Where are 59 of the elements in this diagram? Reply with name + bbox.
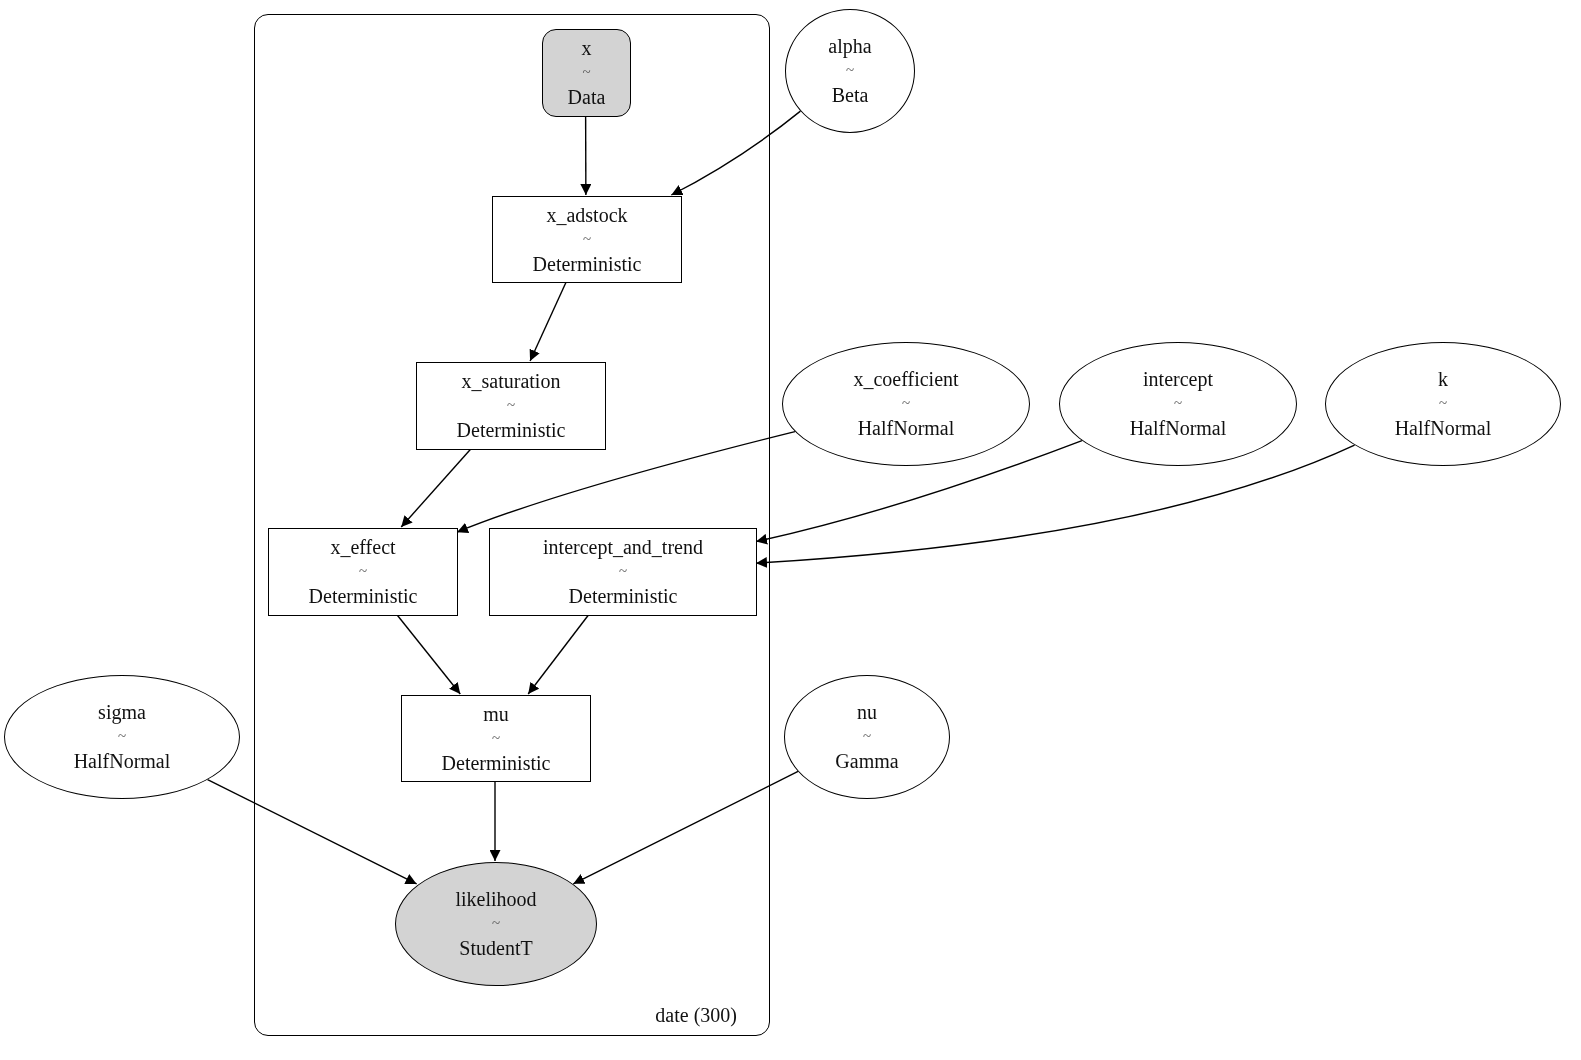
distribution-name: HalfNormal [73, 749, 171, 774]
variable-name: x_adstock [546, 202, 628, 227]
tilde-symbol: ~ [1173, 394, 1183, 413]
process-box [416, 362, 606, 450]
arrow [456, 430, 796, 534]
tilde-symbol: ~ [1438, 394, 1448, 413]
tilde-symbol: ~ [618, 562, 628, 581]
distribution-name: Deterministic [568, 584, 678, 609]
variable-name: k [1438, 367, 1448, 391]
process-box [489, 528, 757, 616]
variable-name: intercept [1143, 367, 1213, 391]
tilde-symbol: ~ [491, 728, 501, 748]
arrow [489, 780, 501, 862]
tilde-symbol: ~ [358, 562, 368, 581]
tilde-symbol: ~ [582, 63, 591, 82]
variable-name: x_effect [330, 535, 396, 559]
variable-name: likelihood [455, 887, 537, 911]
tilde-symbol: ~ [506, 396, 516, 415]
arrow [396, 614, 461, 695]
data-box [542, 29, 631, 117]
plate-label: date (300) [655, 1004, 737, 1027]
variable-name: nu [857, 700, 877, 724]
variable-name: sigma [98, 700, 146, 724]
arrow [400, 448, 472, 528]
distribution-name: Deterministic [308, 584, 418, 609]
tilde-symbol: ~ [845, 61, 855, 80]
distribution-name: Beta [831, 83, 869, 108]
process-box [492, 196, 682, 283]
distribution-name: Deterministic [441, 750, 551, 776]
distribution-name: Deterministic [456, 418, 566, 443]
arrow [755, 444, 1356, 568]
variable-name: alpha [828, 34, 872, 58]
distribution-name: HalfNormal [1394, 416, 1492, 441]
tilde-symbol: ~ [862, 727, 872, 746]
distribution-name: HalfNormal [1129, 416, 1227, 441]
variable-name: intercept_and_trend [543, 535, 703, 559]
arrow [572, 770, 799, 885]
variable-name: x_saturation [461, 369, 561, 393]
arrow [206, 778, 418, 885]
variable-name: x_coefficient [853, 367, 959, 391]
plate-box [254, 14, 770, 1036]
distribution-name: Deterministic [532, 251, 642, 277]
tilde-symbol: ~ [117, 727, 127, 746]
variable-name: x [581, 36, 592, 60]
distribution-name: StudentT [459, 936, 533, 961]
arrow [580, 115, 592, 196]
arrow [670, 110, 802, 196]
distribution-name: Data [567, 85, 606, 110]
arrow [755, 439, 1083, 545]
distribution-name: Gamma [835, 749, 899, 774]
arrow [527, 614, 590, 695]
tilde-symbol: ~ [582, 229, 592, 249]
process-box [401, 695, 591, 782]
arrow [529, 281, 567, 362]
distribution-name: HalfNormal [857, 416, 955, 441]
tilde-symbol: ~ [901, 394, 911, 413]
tilde-symbol: ~ [491, 914, 501, 933]
variable-name: mu [483, 701, 509, 726]
process-box [268, 528, 458, 616]
